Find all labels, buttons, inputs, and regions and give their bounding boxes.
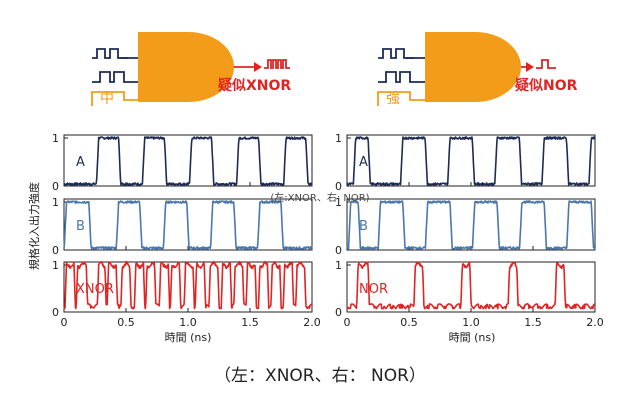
waveform-a	[63, 136, 313, 186]
waveform-xnor	[63, 260, 313, 310]
plot-frame	[346, 198, 596, 251]
bias-level-label: 強	[386, 91, 400, 107]
output-arrow-icon	[254, 62, 262, 72]
x-tick-label: 1.5	[241, 316, 259, 329]
series-label: NOR	[359, 282, 388, 297]
y-tick-label: 1	[52, 196, 59, 209]
input-b-waveform-icon	[92, 71, 138, 83]
y-axis-label: 規格化入出力強度	[27, 182, 41, 270]
output-arrow-icon	[526, 62, 534, 72]
output-waveform-icon	[264, 59, 290, 69]
y-tick-label: 0	[335, 244, 342, 257]
y-tick-label: 1	[52, 132, 59, 145]
gate-body-xnor	[138, 32, 234, 102]
plot-right-nor: 0 1 0 0.5 1.0 1.5 2.0 NOR	[335, 259, 604, 329]
gate-body-nor	[425, 32, 521, 102]
input-a-waveform-icon	[378, 48, 414, 59]
plot-frame	[346, 134, 596, 187]
y-tick-label: 1	[335, 132, 342, 145]
plot-left-xnor: 0 1 0 0.5 1.0 1.5 2.0 XNOR	[52, 259, 321, 329]
output-label-xnor: 疑似XNOR	[218, 78, 291, 94]
plot-left-b: 0 1B	[52, 196, 313, 257]
x-tick-label: 0.5	[400, 316, 418, 329]
waveform-b	[63, 200, 313, 250]
figure-caption: （左：XNOR、右： NOR）	[214, 366, 426, 386]
x-tick-label: 0.5	[117, 316, 135, 329]
waveform-a	[346, 136, 596, 186]
x-tick-label: 0	[61, 316, 68, 329]
x-tick-label: 1.5	[524, 316, 542, 329]
input-b-waveform-icon	[378, 71, 425, 83]
bias-level-label: 中	[100, 91, 114, 107]
series-label: B	[359, 219, 368, 234]
waveform-nor	[346, 261, 596, 310]
x-axis-label-right: 時間 (ns)	[449, 331, 496, 344]
x-tick-label: 2.0	[586, 316, 604, 329]
bias-level-box-icon	[91, 91, 138, 106]
waveform-b	[346, 200, 596, 250]
x-tick-label: 0	[344, 316, 351, 329]
output-waveform-icon	[536, 59, 556, 69]
overlay-caption: (左:XNOR、右: NOR)	[270, 191, 369, 204]
series-label: A	[76, 155, 85, 170]
logic-diagram-xnor: 中 疑似XNOR	[91, 32, 291, 107]
x-axis-label-left: 時間 (ns)	[165, 331, 212, 344]
plot-frame	[63, 134, 313, 187]
series-label: B	[76, 219, 85, 234]
y-tick-label: 1	[335, 259, 342, 272]
y-tick-label: 0	[52, 180, 59, 193]
plot-right-b: 0 1B	[335, 196, 596, 257]
plot-left-a: 0 1A	[52, 132, 313, 193]
input-a-waveform-icon	[92, 48, 128, 59]
y-tick-label: 1	[52, 259, 59, 272]
logic-diagram-nor: 強 疑似NOR	[377, 32, 578, 107]
y-tick-label: 1	[335, 196, 342, 209]
plot-right-a: 0 1A	[335, 132, 596, 193]
series-label: A	[359, 155, 368, 170]
y-tick-label: 0	[335, 180, 342, 193]
output-label-nor: 疑似NOR	[515, 78, 578, 94]
x-tick-label: 2.0	[303, 316, 321, 329]
x-tick-label: 1.0	[179, 316, 197, 329]
y-tick-label: 0	[52, 306, 59, 319]
x-tick-label: 1.0	[462, 316, 480, 329]
y-tick-label: 0	[52, 244, 59, 257]
bias-level-box-icon	[377, 91, 425, 106]
y-tick-label: 0	[335, 306, 342, 319]
series-label: XNOR	[76, 282, 114, 297]
